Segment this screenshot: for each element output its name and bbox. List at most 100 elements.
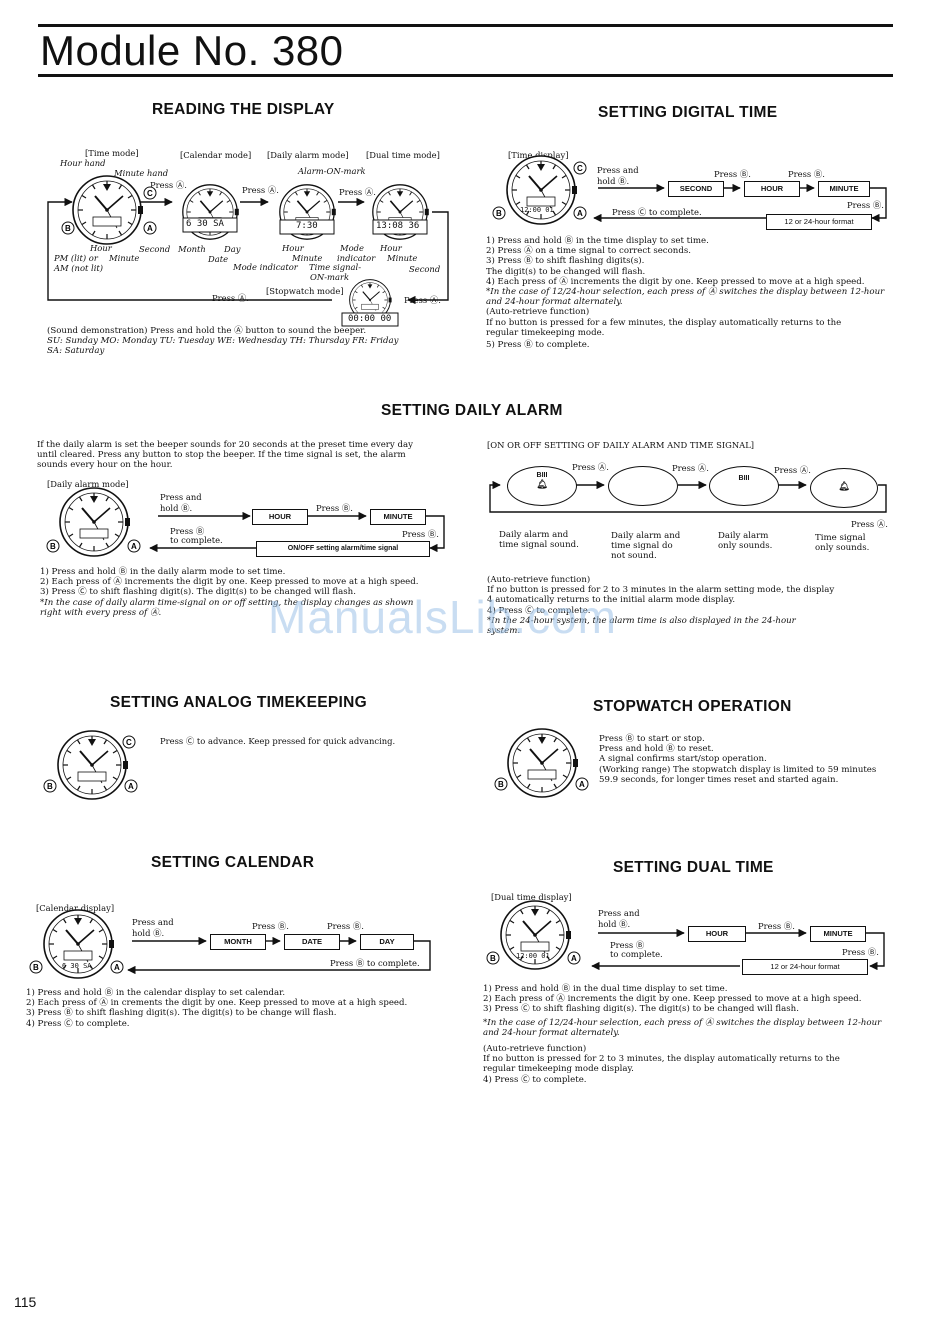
sw-line: Press Ⓑ to start or stop. [599,734,705,744]
label-cal-press-and: Press and [132,917,174,927]
note-line: *In the case of 12/24-hour selection, ea… [486,287,885,298]
label-press-a-4: Press Ⓐ. [212,293,249,303]
auto-line: (Auto-retrieve function) [487,575,591,585]
note-line: right with every press of Ⓐ. [40,607,162,618]
caption-line: time signal do [611,541,673,552]
digital-time-diagram: B A C [492,155,887,225]
svg-text:A: A [147,224,153,233]
title-rule [38,74,893,77]
note-line: SA: Saturday [47,346,105,357]
step-line: 2) Each press of Ⓐ increments the digit … [40,577,419,588]
label-date: Date [208,254,229,264]
note-line: (Sound demonstration) Press and hold the… [47,326,367,336]
label-press-b-3: Press Ⓑ. [847,200,884,210]
auto-line: 4) Press Ⓒ to complete. [487,605,591,616]
label-press-a-5: Press Ⓐ. [404,295,441,305]
label-stopwatch-mode: [Stopwatch mode] [266,286,344,296]
label-hour: Hour [90,243,112,253]
display-alarm: 7:30 [296,221,318,231]
label-mode: Mode [340,243,364,253]
display-calendar-2: 6 30 SA [62,962,92,970]
label-press-and: Press and [597,165,639,175]
label-mode-indicator: Mode indicator [233,262,298,272]
display-stopwatch: 00:00 00 [348,314,392,324]
label-pm: PM (lit) or [54,253,98,263]
label-minute-3: Minute [387,253,418,263]
label-press-and-2: Press and [160,492,202,502]
label-onoff-press-2: Press Ⓐ. [672,463,709,473]
label-calendar-display: [Calendar display] [36,903,115,913]
label-dual-time-mode: [Dual time mode] [366,150,440,160]
svg-text:B: B [496,209,502,218]
svg-text:A: A [571,954,577,963]
label-onoff-heading: [ON OR OFF SETTING OF DAILY ALARM AND TI… [487,440,755,450]
step-line: 2) Press Ⓐ on a time signal to correct s… [486,246,691,257]
analog-text: Press Ⓒ to advance. Keep pressed for qui… [160,736,396,746]
svg-text:B: B [33,963,39,972]
page-title: Module No. 380 [40,27,344,74]
label-dual-press-b-complete-2: to complete. [610,949,663,959]
label-press-b-1: Press Ⓑ. [714,169,751,179]
reading-display-diagram: B A C [47,175,449,327]
label-indicator: indicator [337,253,376,263]
box-minute: MINUTE [818,181,870,197]
display-dual-2: 12:00 01 [516,952,550,960]
caption-line: Daily alarm [718,531,769,541]
label-press-b-complete-2: to complete. [170,535,223,545]
step-line: 3) Press Ⓒ to shift flashing digit(s). T… [40,587,356,598]
display-dual: 13:08 36 [376,221,420,231]
label-dual-time-display: [Dual time display] [491,892,572,902]
auto-line: (Auto-retrieve function) [483,1044,587,1055]
note-line: and 24-hour format alternately. [483,1027,620,1038]
intro-line: If the daily alarm is set the beeper sou… [37,440,413,450]
dual-time-diagram: B A [486,900,885,971]
label-time-mode: [Time mode] [85,148,139,158]
step-line: 4) Press Ⓒ to complete. [26,1018,130,1029]
label-minute-2: Minute [292,253,323,263]
label-hour-2: Hour [282,243,304,253]
calendar-steps: 1) Press and hold Ⓑ in the calendar disp… [26,988,407,1029]
heading-digital-time: SETTING DIGITAL TIME [598,104,778,121]
svg-text:B: B [50,542,56,551]
label-month: Month [178,244,206,254]
sw-line: Press and hold Ⓑ to reset. [599,744,714,755]
box-onoff: ON/OFF setting alarm/time signal [256,541,430,557]
step-line: 3) Press Ⓑ to shift flashing digits(s). [486,256,645,267]
box-date: DATE [284,934,340,950]
oval-alarm-only: BIII [709,466,779,506]
label-onoff-press-4: Press Ⓐ. [851,519,888,529]
label-daily-alarm-mode-2: [Daily alarm mode] [47,479,129,489]
note-line: and 24-hour format alternately. [486,297,623,308]
label-cal-press-complete: Press Ⓑ to complete. [330,958,420,968]
oval-signal-only: 🔔︎ [810,468,878,508]
caption-line: only sounds. [815,543,870,554]
svg-text:B: B [65,224,71,233]
auto-line: If no button is pressed for a few minute… [486,317,842,328]
step-line: 5) Press Ⓑ to complete. [486,340,590,351]
digital-time-steps: 1) Press and hold Ⓑ in the time display … [486,236,884,350]
bell-icon: 🔔︎ [838,481,850,491]
note-line: SU: Sunday MO: Monday TU: Tuesday WE: We… [47,336,399,347]
box-da-hour: HOUR [252,509,308,525]
step-line: 2) Each press of Ⓐ increments the digit … [483,994,862,1005]
auto-line: 4) Press Ⓒ to complete. [483,1074,587,1085]
heading-daily-alarm: SETTING DAILY ALARM [381,402,563,419]
svg-text:A: A [128,782,134,791]
label-second: Second [139,244,171,254]
label-press-c-complete: Press Ⓒ to complete. [612,207,702,217]
step-line: 2) Each press of Ⓐ in crements the digit… [26,998,408,1009]
svg-text:A: A [131,542,137,551]
label-press-a-3: Press Ⓐ. [339,187,376,197]
label-time-signal: Time signal- [309,262,362,272]
svg-text:B: B [490,954,496,963]
label-alarm-on-mark: Alarm-ON-mark [298,166,366,176]
svg-text:A: A [114,963,120,972]
box-dual-minute: MINUTE [810,926,866,942]
step-line: 3) Press Ⓑ to shift flashing digit(s). T… [26,1008,337,1019]
stopwatch-diagram: B A [494,728,589,798]
sw-line: A signal confirms start/stop operation. [599,754,767,765]
label-day: Day [224,244,241,254]
intro-line: until cleared. Press any button to stop … [37,450,406,461]
reading-notes: (Sound demonstration) Press and hold the… [47,326,399,357]
daily-alarm-auto: (Auto-retrieve function) If no button is… [487,575,834,636]
